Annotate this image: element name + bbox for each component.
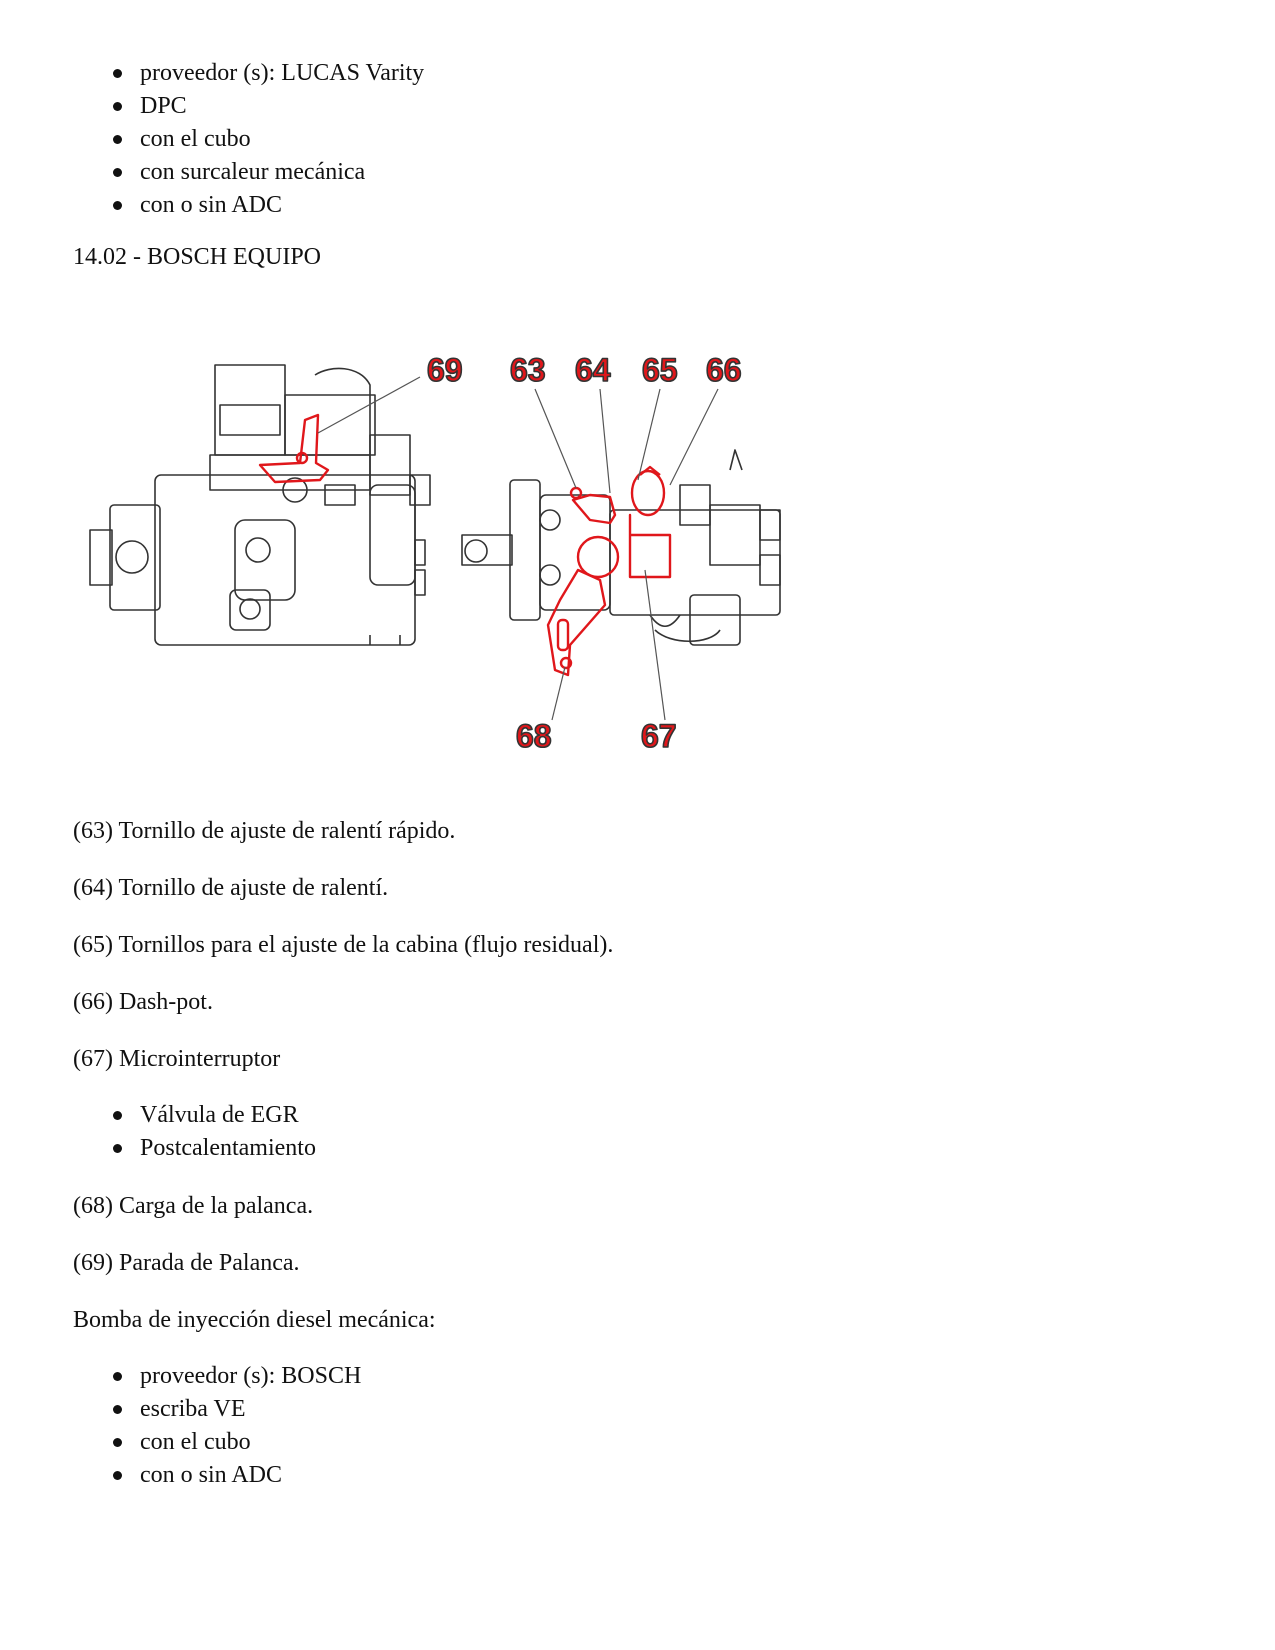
list-item: con o sin ADC — [110, 189, 424, 222]
callout-65: 65 — [642, 352, 678, 388]
right-pump-view — [461, 449, 781, 646]
list-item: con surcaleur mecánica — [110, 156, 424, 189]
callout-66: 66 — [706, 352, 742, 388]
list-item: Válvula de EGR — [110, 1099, 316, 1132]
description-63: (63) Tornillo de ajuste de ralentí rápid… — [73, 818, 456, 844]
pump-intro: Bomba de inyección diesel mecánica: — [73, 1307, 436, 1333]
list-item: proveedor (s): BOSCH — [110, 1360, 361, 1393]
description-65: (65) Tornillos para el ajuste de la cabi… — [73, 932, 614, 958]
left-pump-view — [89, 364, 431, 646]
description-69: (69) Parada de Palanca. — [73, 1250, 300, 1276]
description-66: (66) Dash-pot. — [73, 989, 213, 1015]
list-item: DPC — [110, 90, 424, 123]
description-67: (67) Microinterruptor — [73, 1046, 281, 1072]
supplier-list-bosch: proveedor (s): BOSCH escriba VE con el c… — [110, 1360, 361, 1492]
description-64: (64) Tornillo de ajuste de ralentí. — [73, 875, 389, 901]
stop-lever-highlight — [258, 413, 330, 484]
microswitch-list: Válvula de EGR Postcalentamiento — [110, 1099, 316, 1165]
list-item: proveedor (s): LUCAS Varity — [110, 57, 424, 90]
callout-67: 67 — [641, 718, 677, 754]
section-title: 14.02 - BOSCH EQUIPO — [73, 244, 322, 270]
leader-lines — [317, 376, 719, 721]
list-item: Postcalentamiento — [110, 1132, 316, 1165]
list-item: con el cubo — [110, 123, 424, 156]
list-item: escriba VE — [110, 1393, 361, 1426]
adjustment-parts-highlight — [546, 465, 672, 677]
callout-64: 64 — [575, 352, 611, 388]
description-68: (68) Carga de la palanca. — [73, 1193, 314, 1219]
list-item: con el cubo — [110, 1426, 361, 1459]
callout-68: 68 — [516, 718, 552, 754]
callout-63: 63 — [510, 352, 546, 388]
list-item: con o sin ADC — [110, 1459, 361, 1492]
supplier-list-lucas: proveedor (s): LUCAS Varity DPC con el c… — [110, 57, 424, 222]
injection-pump-diagram: 69 63 64 65 66 68 67 — [70, 345, 830, 795]
callout-69: 69 — [427, 352, 463, 388]
